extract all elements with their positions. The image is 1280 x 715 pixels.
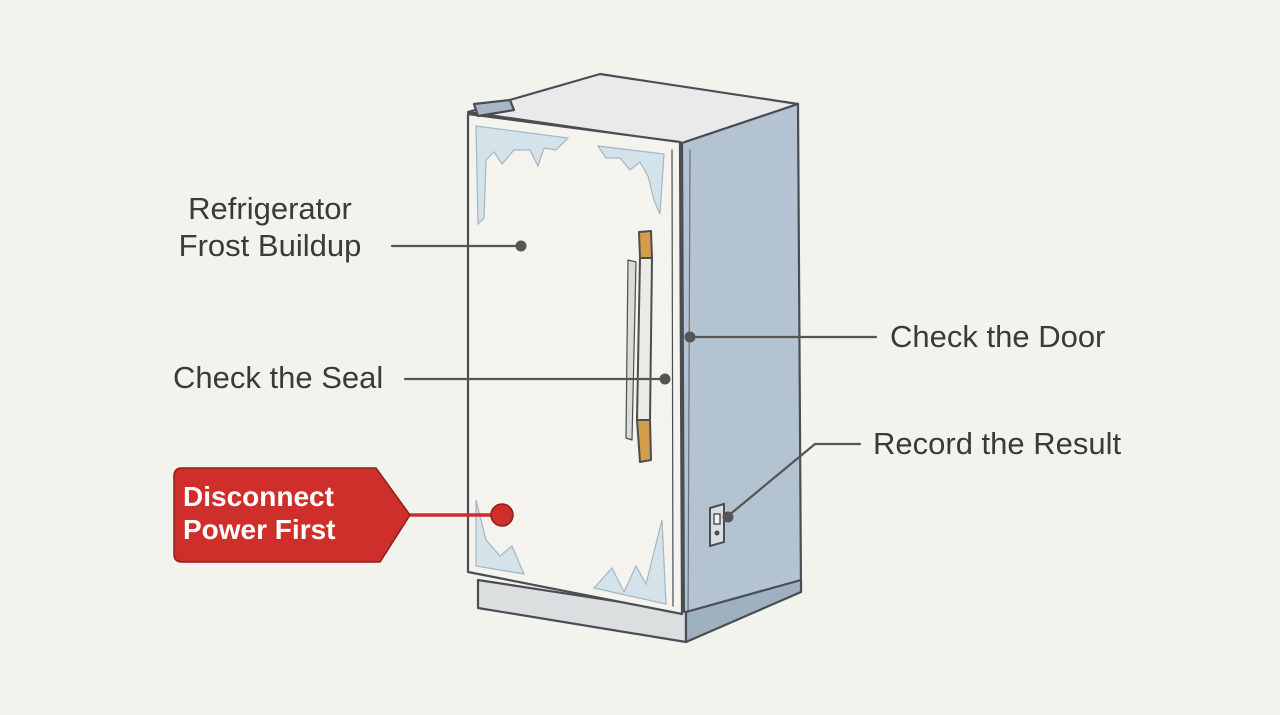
power-switch-icon[interactable] [709,502,725,548]
warning-label-line1: Disconnect [183,481,334,512]
warning-tag-shape [173,467,411,563]
leader-dots [515,240,734,523]
record-dot [722,511,734,523]
leader-lines [390,244,878,518]
seal-dot [659,373,671,385]
check-seal-label: Check the Seal [173,360,384,395]
check-door-label: Check the Door [890,319,1106,354]
warning-tag-icon [173,467,514,563]
fridge-door-panel [466,112,684,616]
door-dot [684,331,696,343]
frost-label-line1: Refrigerator [188,191,352,226]
fridge-side-panel [680,102,803,642]
warning-dot [490,503,514,527]
refrigerator-illustration [466,72,803,644]
frost-buildup [475,125,667,605]
warning-label-line2: Power First [183,514,336,545]
door-handle [625,230,653,463]
frost-buildup-label: Refrigerator Frost Buildup [150,190,390,264]
frost-dot [515,240,527,252]
top-hinge [472,98,516,118]
frost-label-line2: Frost Buildup [178,228,362,263]
record-leader [726,442,862,518]
record-result-label: Record the Result [873,426,1122,461]
warning-label: Disconnect Power First [183,480,335,546]
